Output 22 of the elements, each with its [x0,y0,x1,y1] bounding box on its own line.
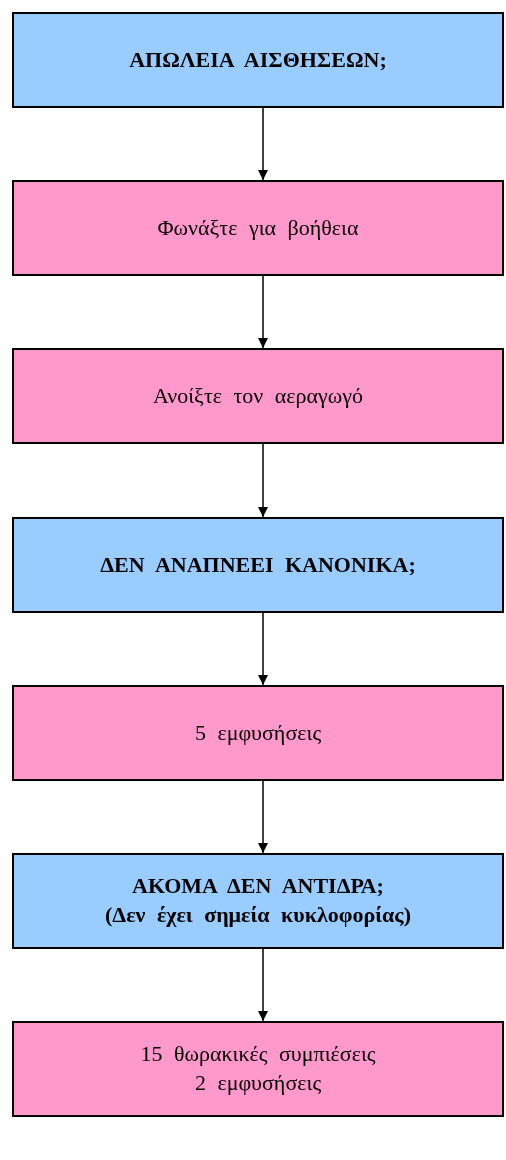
arrow [258,275,268,349]
question-box [12,853,504,949]
box-text: 2 εμφυσήσεις [194,1069,322,1097]
box-text: (Δεν έχει σημεία κυκλοφορίας) [105,901,411,929]
box-text: Φωνάξτε για βοήθεια [157,213,359,242]
box-text: ΑΚΟΜΑ ΔΕΝ ΑΝΤΙΔΡΑ; [132,872,384,901]
question-box [12,12,504,108]
box-text: 15 θωρακικές συμπιέσεις [140,1040,376,1069]
question-box [12,517,504,613]
box-text: ΑΠΩΛΕΙΑ ΑΙΣΘΗΣΕΩΝ; [129,45,387,74]
arrow [258,443,268,518]
arrow [258,107,268,181]
box-text: 5 εμφυσήσεις [194,718,322,747]
arrow [258,780,268,854]
arrow [258,948,268,1022]
box-text: Ανοίξτε τον αεραγωγό [153,381,363,410]
action-box [12,180,504,276]
action-box [12,685,504,781]
box-text: ΔΕΝ ΑΝΑΠΝΕΕΙ ΚΑΝΟΝΙΚΑ; [100,550,416,579]
action-box [12,1021,504,1117]
action-box [12,348,504,444]
arrow [258,612,268,686]
